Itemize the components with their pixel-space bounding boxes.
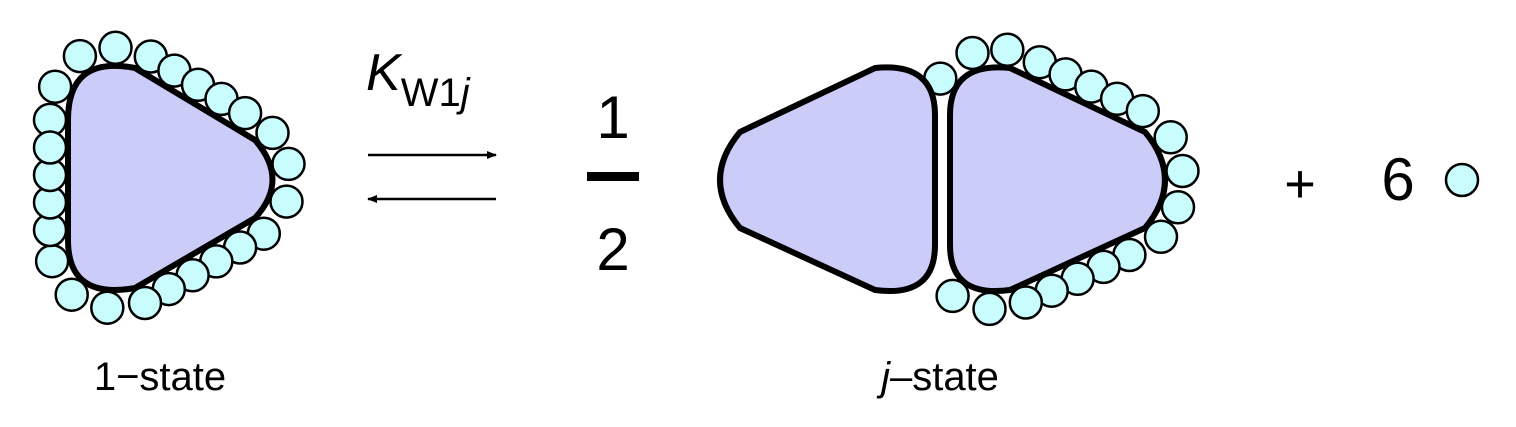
water-molecule	[32, 130, 68, 165]
water-molecule-icon	[1444, 162, 1480, 198]
water-molecule	[271, 146, 306, 182]
water-molecule	[62, 38, 98, 74]
water-molecule	[34, 243, 70, 279]
water-count: 6	[1381, 146, 1414, 213]
water-molecule	[127, 285, 163, 321]
j-state-label: j–state	[876, 355, 999, 399]
water-molecule	[955, 35, 990, 71]
rate-constant-subscript: W1	[401, 71, 461, 115]
water-molecule	[1165, 153, 1200, 189]
plus-sign: +	[1284, 154, 1316, 214]
water-molecule	[1160, 190, 1196, 225]
water-molecule	[1008, 285, 1044, 320]
one-state-group	[32, 30, 306, 325]
one-state-water-shell	[32, 30, 306, 325]
protein-left-half	[717, 64, 938, 294]
water-molecule	[227, 95, 263, 131]
rate-constant-symbol: K	[366, 44, 403, 102]
water-molecule	[935, 278, 970, 314]
water-molecule	[90, 290, 125, 325]
one-state-label: 1−state	[94, 355, 226, 399]
water-molecule	[1143, 219, 1179, 255]
fraction-numerator: 1	[596, 84, 629, 151]
fraction-bar	[587, 172, 639, 181]
protein-right-half	[947, 64, 1168, 294]
equilibrium-arrows	[367, 151, 497, 203]
protein-triangle	[65, 62, 276, 293]
water-molecule	[269, 184, 304, 219]
j-state-group	[717, 32, 1200, 327]
j-state-label-italic: j	[876, 355, 891, 399]
water-molecule	[255, 115, 290, 151]
water-molecule	[1125, 93, 1161, 129]
water-molecule	[37, 69, 73, 104]
water-molecule	[972, 291, 1007, 327]
fraction: 1 2	[587, 84, 639, 283]
water-molecule	[54, 277, 89, 312]
water-molecule	[98, 30, 133, 66]
water-molecule	[990, 32, 1025, 67]
rate-constant-label: KW1j	[366, 44, 471, 115]
j-state-label-rest: –state	[890, 355, 999, 399]
fraction-denominator: 2	[596, 216, 629, 283]
water-molecule	[1153, 120, 1188, 155]
